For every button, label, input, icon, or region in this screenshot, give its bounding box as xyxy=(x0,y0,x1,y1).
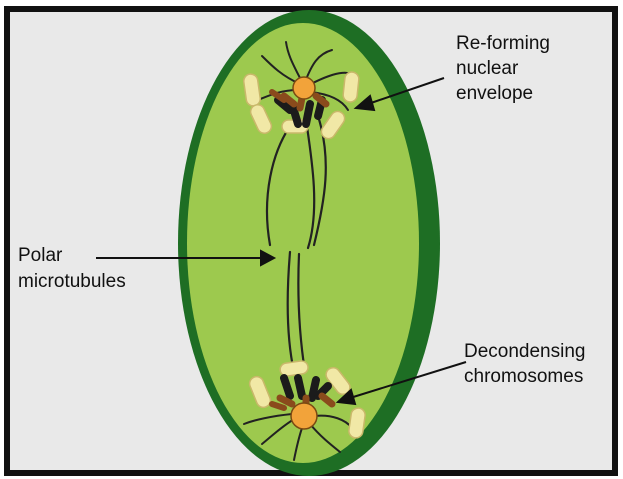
label-nuclear-envelope-line2: nuclear xyxy=(456,57,518,80)
top-centrosome xyxy=(293,77,315,99)
label-nuclear-envelope-line3: envelope xyxy=(456,82,533,105)
label-nuclear-envelope-line1: Re-forming xyxy=(456,32,550,55)
label-polar-microtubules-line2: microtubules xyxy=(18,270,126,293)
label-decondensing-chromosomes-line2: chromosomes xyxy=(464,365,583,388)
bottom-centrosome xyxy=(291,403,317,429)
label-polar-microtubules-line1: Polar xyxy=(18,244,62,267)
label-decondensing-chromosomes-line1: Decondensing xyxy=(464,340,585,363)
